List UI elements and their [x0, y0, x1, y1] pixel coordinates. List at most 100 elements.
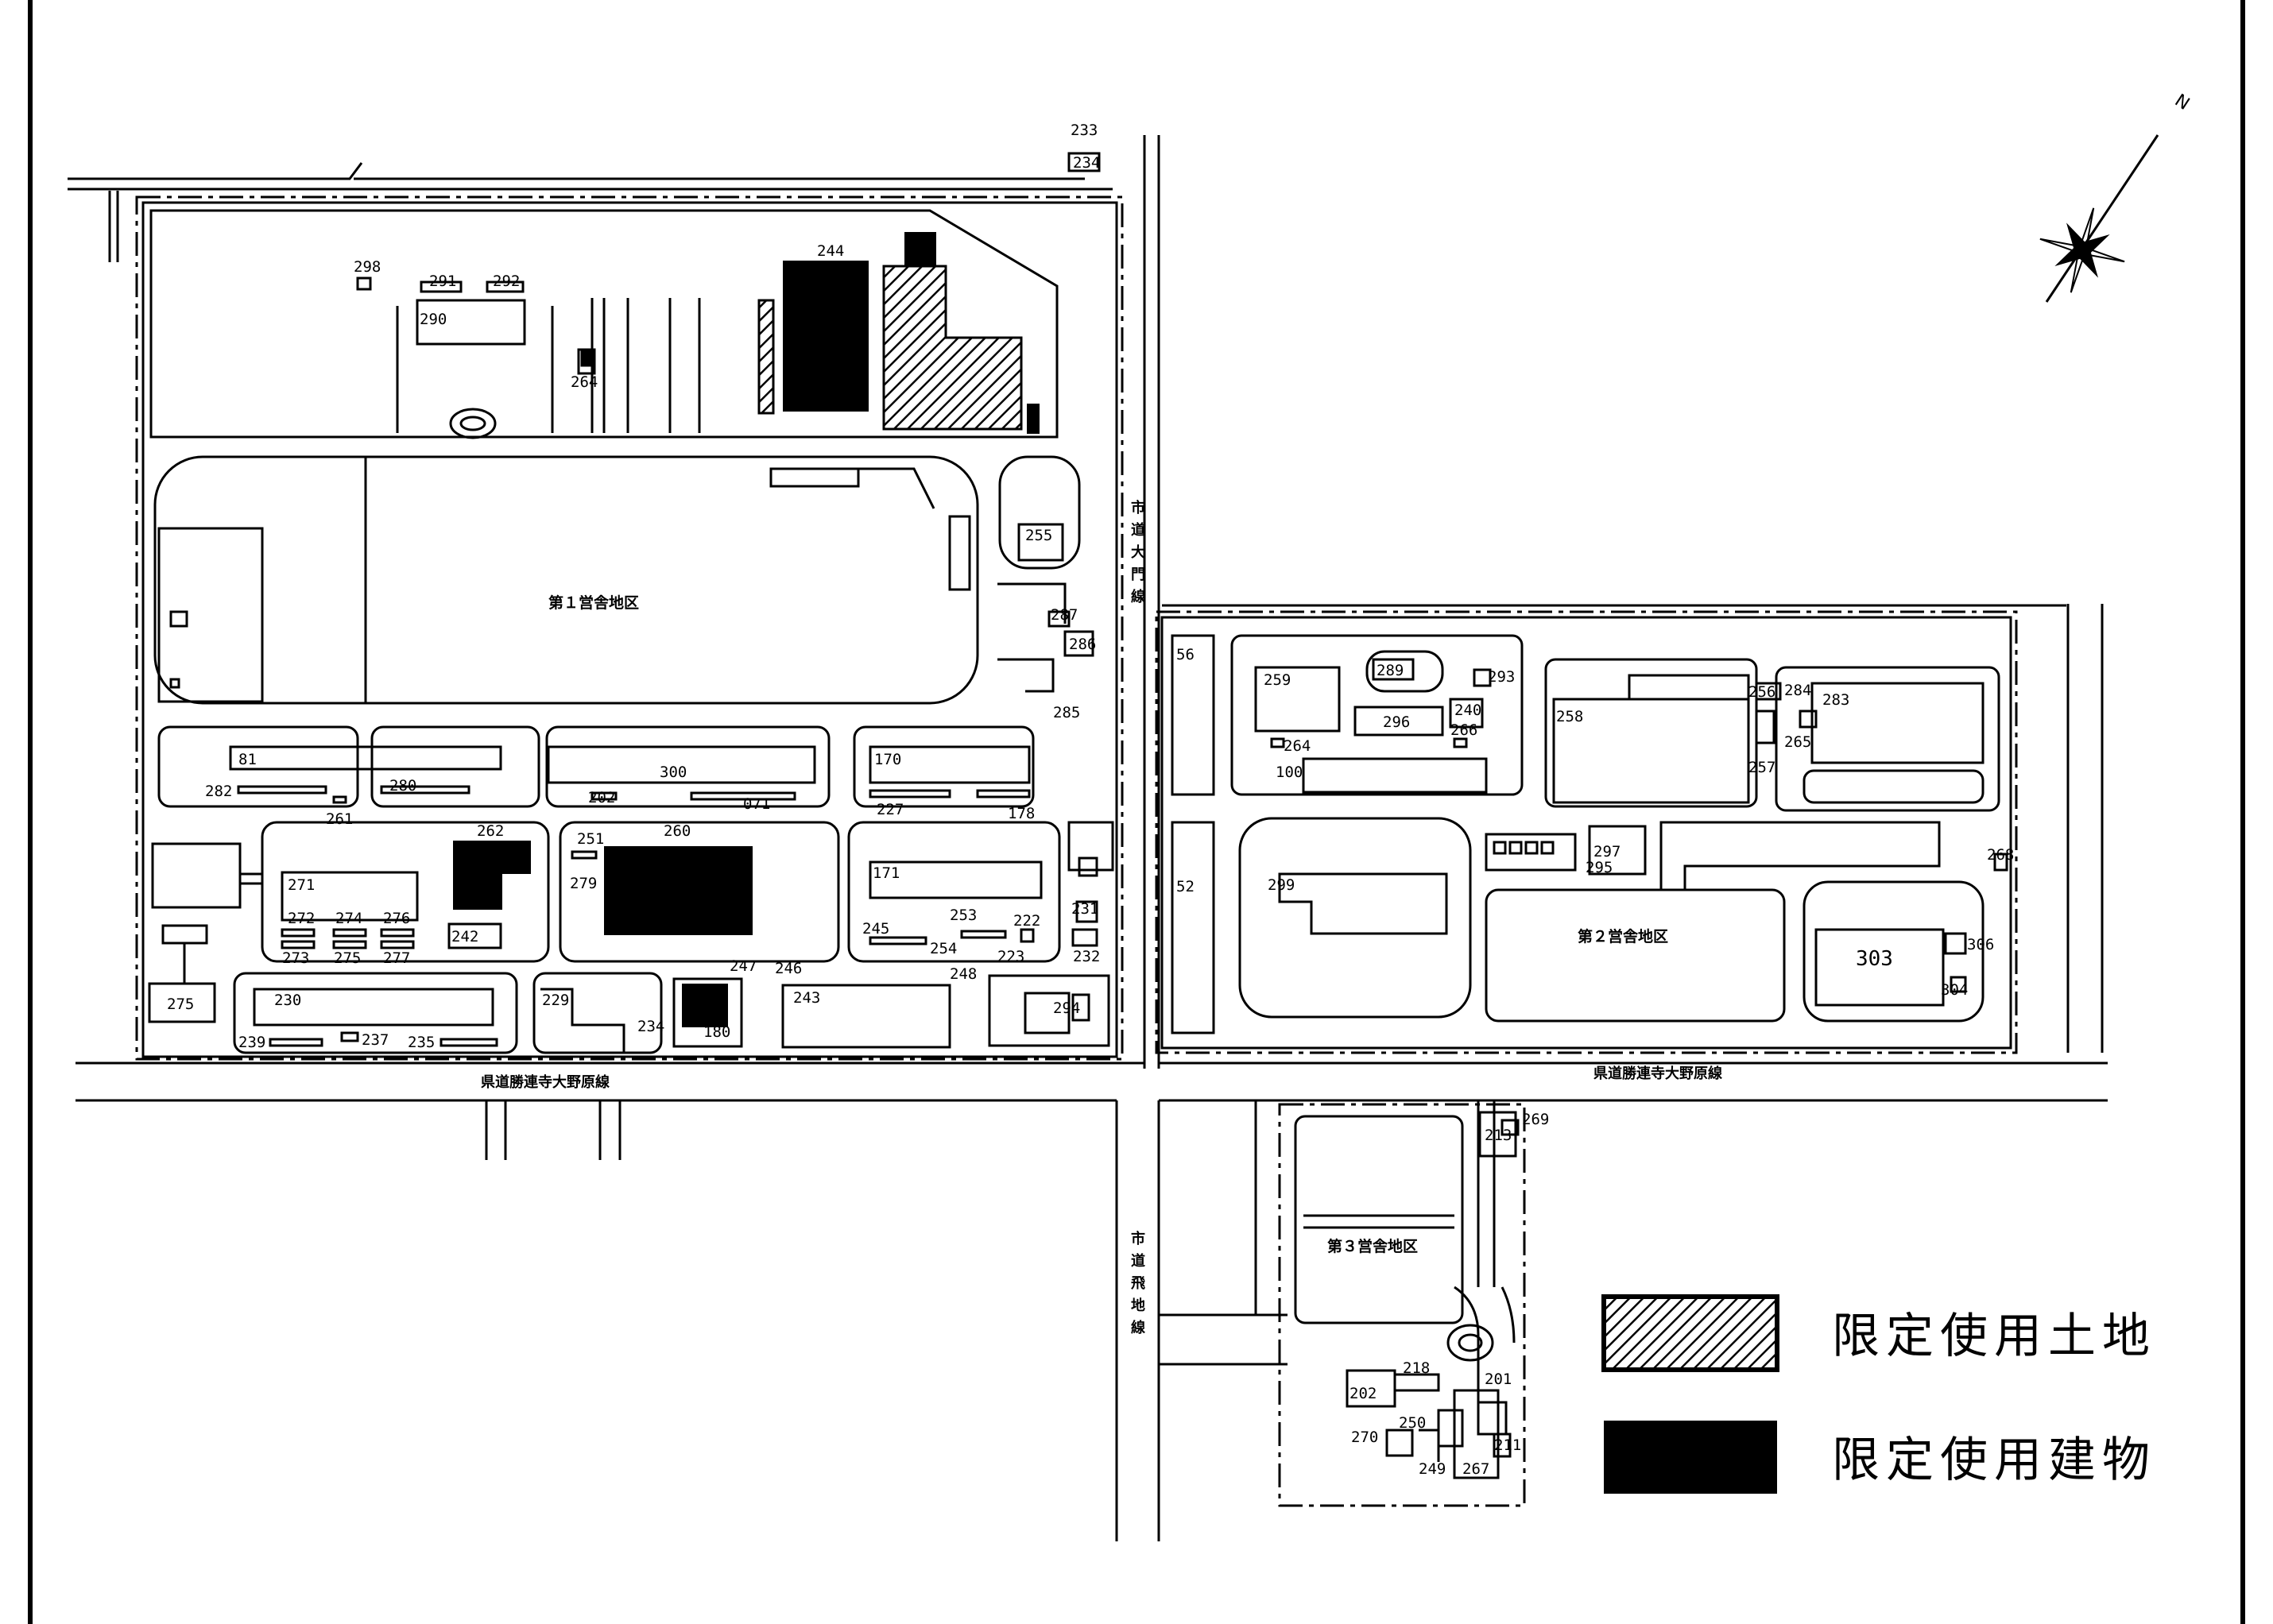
road-network	[68, 135, 2108, 1541]
building-286: 286	[1069, 636, 1096, 653]
building-100: 100	[1276, 764, 1303, 781]
legend-swatch-land	[1601, 1294, 1779, 1372]
building-297: 297	[1593, 843, 1621, 860]
building-269: 269	[1522, 1111, 1549, 1128]
area-2-label: 第２営舎地区	[1578, 927, 1668, 945]
prefectural-road-label-east: 県道勝連寺大野原線	[1593, 1065, 1722, 1082]
vroad2-char: 道	[1131, 1252, 1145, 1270]
vroad1-char: 市	[1131, 499, 1145, 516]
building-223: 223	[997, 948, 1024, 965]
building-81: 81	[238, 751, 257, 768]
building-242: 242	[451, 928, 478, 945]
vroad2-char: 市	[1131, 1230, 1145, 1247]
building-279: 279	[570, 875, 597, 892]
building-282: 282	[205, 783, 232, 800]
building-257: 257	[1748, 759, 1775, 776]
building-268: 268	[1987, 846, 2014, 864]
building-244: 244	[817, 242, 844, 260]
building-247: 247	[730, 957, 757, 975]
restricted-land-areas	[757, 265, 1023, 431]
building-245: 245	[862, 920, 889, 938]
vroad2-char: 地	[1131, 1297, 1145, 1314]
legend-label-building: 限定使用建物	[1832, 1433, 2156, 1488]
legend-swatch-building	[1604, 1421, 1777, 1494]
building-170: 170	[874, 751, 901, 768]
building-265: 265	[1784, 733, 1811, 751]
building-277: 277	[383, 949, 410, 967]
legend-label-land: 限定使用土地	[1832, 1309, 2156, 1364]
building-222: 222	[1013, 912, 1040, 930]
building-306: 306	[1967, 936, 1994, 953]
building-239: 239	[238, 1034, 265, 1051]
building-262: 262	[477, 822, 504, 840]
building-201: 201	[1485, 1371, 1512, 1388]
building-255: 255	[1025, 527, 1052, 544]
building-251: 251	[577, 830, 604, 848]
building-298: 298	[354, 258, 381, 276]
building-258: 258	[1556, 708, 1583, 725]
building-300: 300	[660, 764, 687, 781]
building-285: 285	[1053, 704, 1080, 721]
area-labels: 第１営舎地区 第２営舎地区 第３営舎地区	[548, 594, 1668, 1255]
building-227: 227	[877, 801, 904, 818]
building-230: 230	[274, 992, 301, 1009]
building-274: 274	[335, 910, 362, 927]
vroad2-char: 飛	[1131, 1275, 1145, 1292]
building-267: 267	[1462, 1460, 1489, 1478]
building-202: 202	[588, 789, 615, 806]
building-250: 250	[1399, 1414, 1426, 1432]
vroad1-char: 線	[1131, 588, 1145, 605]
building-246: 246	[775, 960, 802, 977]
building-56: 56	[1176, 646, 1195, 663]
area-2-compound	[1155, 610, 2018, 1054]
building-231: 231	[1071, 900, 1098, 918]
building-233: 233	[1071, 122, 1098, 139]
building-52: 52	[1176, 878, 1195, 895]
building-295: 295	[1586, 859, 1613, 876]
building-287: 287	[1051, 606, 1078, 624]
building-218: 218	[1403, 1359, 1430, 1377]
area-3-label: 第３営舎地区	[1327, 1237, 1418, 1255]
building-291: 291	[429, 273, 456, 290]
north-label: N	[2171, 91, 2193, 114]
area-3-compound	[1278, 1103, 1526, 1507]
building-280: 280	[389, 777, 416, 795]
legend: 限定使用土地 限定使用建物	[1601, 1294, 2156, 1494]
building-272: 272	[288, 910, 315, 927]
building-283: 283	[1822, 691, 1849, 709]
building-211: 211	[1494, 1436, 1521, 1454]
building-273: 273	[282, 949, 309, 967]
building-275: 275	[167, 996, 194, 1013]
building-253: 253	[950, 907, 977, 924]
building-234b: 234	[637, 1018, 664, 1035]
building-237: 237	[362, 1031, 389, 1049]
building-292: 292	[493, 273, 520, 290]
building-232: 232	[1073, 948, 1100, 965]
area-1-label: 第１営舎地区	[548, 594, 639, 612]
building-264b: 264	[1284, 737, 1311, 755]
building-numbers: 233 234 298 291 292 290 264 244 255 287 …	[167, 122, 2014, 1478]
prefectural-road-label-west: 県道勝連寺大野原線	[481, 1073, 610, 1091]
building-256: 256	[1748, 683, 1775, 701]
building-202b: 202	[1349, 1385, 1377, 1402]
building-243: 243	[793, 989, 820, 1007]
building-259: 259	[1264, 671, 1291, 689]
building-229: 229	[542, 992, 569, 1009]
building-248: 248	[950, 965, 977, 983]
building-260: 260	[664, 822, 691, 840]
building-234: 234	[1073, 154, 1100, 172]
vroad1-char: 道	[1131, 521, 1145, 539]
building-304: 304	[1941, 981, 1968, 999]
building-180: 180	[703, 1023, 730, 1041]
area-1-compound	[135, 195, 1124, 1061]
building-299: 299	[1268, 876, 1295, 894]
restricted-buildings	[453, 232, 1040, 1027]
building-178: 178	[1008, 805, 1035, 822]
building-213: 213	[1485, 1127, 1512, 1144]
building-249: 249	[1419, 1460, 1446, 1478]
building-254: 254	[930, 940, 957, 957]
